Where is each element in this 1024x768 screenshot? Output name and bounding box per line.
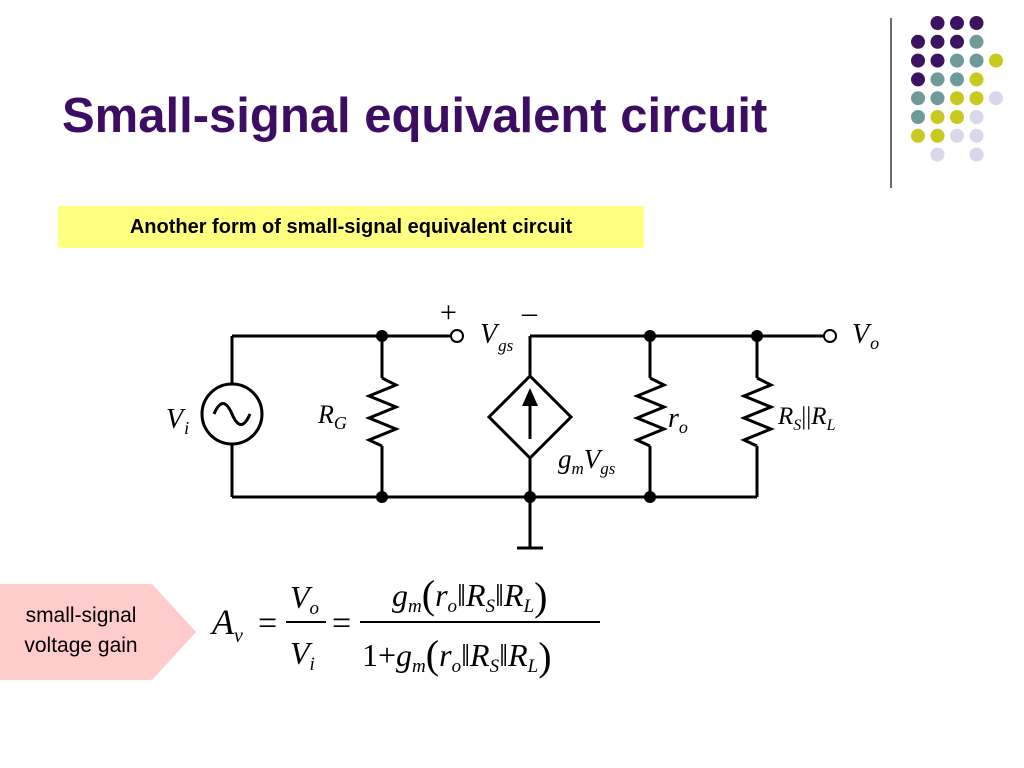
decorative-dot	[950, 128, 964, 143]
junction-dot	[644, 491, 656, 503]
decorative-dot	[950, 110, 964, 124]
gain-callout-shape	[0, 584, 196, 680]
decorative-dot	[930, 147, 945, 162]
decorative-dot	[969, 34, 984, 49]
decorative-dot	[950, 53, 964, 68]
ac-source-circle	[200, 382, 264, 446]
decorative-dot	[930, 53, 945, 68]
equals-2: =	[332, 605, 351, 642]
junction-dot	[644, 330, 656, 342]
denominator-expression: 1+gm(ro‖RS‖RL)	[362, 632, 552, 679]
decorative-dot	[989, 53, 1003, 68]
rsrl-zigzag	[740, 376, 775, 448]
junction-dots	[376, 330, 763, 503]
vgs-label: Vgs	[480, 319, 514, 355]
rg-zigzag	[365, 376, 400, 448]
decorative-dot	[930, 110, 945, 124]
decorative-dot	[911, 34, 925, 49]
decorative-dot	[911, 128, 925, 143]
decorative-dot	[989, 91, 1003, 106]
equals-1: =	[258, 605, 277, 642]
decorative-dot	[911, 110, 925, 124]
decorative-dot	[911, 53, 925, 68]
callout-arrow	[0, 584, 196, 680]
decorative-dot	[950, 16, 964, 30]
vgs-terminal-plus	[450, 329, 464, 343]
decorative-dot	[969, 110, 984, 124]
subtitle-banner: Another form of small-signal equivalent …	[58, 206, 644, 248]
decorative-dot	[950, 72, 964, 87]
vo-numerator: Vo	[290, 579, 319, 619]
decorative-dot-grid	[911, 16, 1003, 162]
vi-denominator: Vi	[290, 635, 315, 675]
decorative-dot	[911, 72, 925, 87]
decorative-dot	[911, 91, 925, 106]
ro-label: ro	[668, 403, 688, 437]
junction-dot	[524, 491, 536, 503]
gm-vgs-label: gmVgs	[558, 444, 616, 478]
decorative-dot	[969, 91, 984, 106]
decorative-dot	[969, 128, 984, 143]
decorative-dot	[969, 72, 984, 87]
vi-label: Vi	[166, 404, 189, 438]
decorative-dot	[930, 34, 945, 49]
decorative-dot	[969, 147, 984, 162]
rg-label: RG	[317, 400, 347, 433]
ac-sine-icon	[212, 402, 252, 426]
decorative-dot	[950, 34, 964, 49]
decorative-dot	[930, 128, 945, 143]
callout-line-1: small-signal	[25, 604, 137, 627]
decorative-dot	[930, 16, 945, 30]
decorative-dot	[950, 91, 964, 106]
callout-line-2: voltage gain	[24, 634, 138, 657]
decorative-dot	[969, 53, 984, 68]
vo-label: Vo	[852, 319, 879, 353]
plus-sign: +	[440, 296, 457, 329]
slide-title: Small-signal equivalent circuit	[62, 89, 768, 143]
current-arrow-head-icon	[522, 388, 538, 406]
decorative-dot	[969, 16, 984, 30]
decorative-dot	[930, 72, 945, 87]
av-symbol: Av	[210, 602, 243, 647]
current-source-diamond	[486, 373, 574, 461]
ro-zigzag	[633, 376, 668, 448]
rs-rl-label: RS||RL	[777, 403, 836, 434]
gain-callout-label: small-signal voltage gain	[0, 601, 162, 661]
vo-terminal	[823, 329, 837, 343]
junction-dot	[376, 491, 388, 503]
title-divider-line	[890, 18, 892, 188]
junction-dot	[376, 330, 388, 342]
decorative-dot	[930, 91, 945, 106]
numerator-expression: gm(ro‖RS‖RL)	[392, 572, 547, 619]
minus-sign: –	[521, 296, 538, 329]
junction-dot	[751, 330, 763, 342]
